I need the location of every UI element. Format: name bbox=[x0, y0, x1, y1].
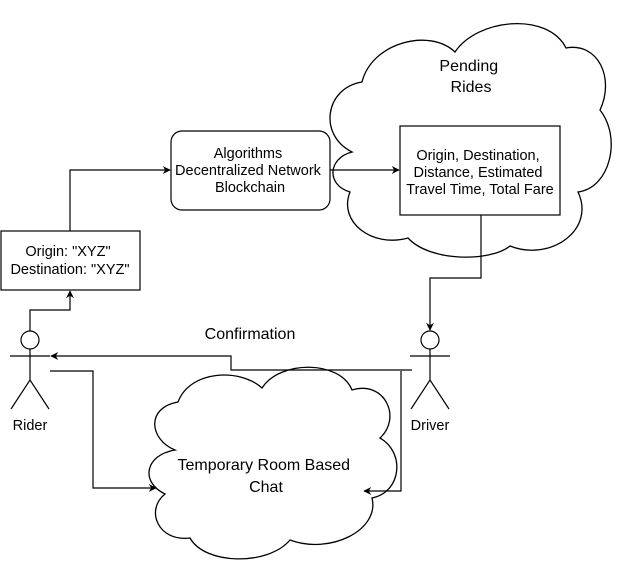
driver-head bbox=[420, 330, 440, 350]
rider-label: Rider bbox=[13, 418, 48, 434]
ride-details-text: Origin, Destination, Distance, Estimated… bbox=[406, 148, 553, 198]
edge-pending-to-driver bbox=[426, 215, 482, 331]
edge-rider-to-request bbox=[29, 290, 74, 331]
driver-label: Driver bbox=[411, 418, 450, 434]
chat-cloud-shape bbox=[148, 366, 398, 560]
driver-actor bbox=[410, 330, 450, 410]
ride-request-text: Origin: "XYZ" Destination: "XYZ" bbox=[10, 244, 129, 278]
pending-rides-label: Pending Rides bbox=[439, 58, 502, 96]
edge-driver-to-chat bbox=[363, 371, 402, 495]
edge-rider-to-chat bbox=[50, 370, 157, 492]
rider-head bbox=[20, 330, 40, 350]
algorithms-text: Algorithms Decentralized Network Blockch… bbox=[175, 146, 325, 196]
ride-request-box bbox=[0, 230, 141, 291]
ride-details-box bbox=[399, 125, 561, 216]
chat-cloud-label: Temporary Room Based Chat bbox=[178, 457, 355, 496]
edge-request-to-algorithms bbox=[69, 166, 171, 231]
confirmation-label: Confirmation bbox=[205, 326, 296, 343]
rider-actor bbox=[10, 330, 50, 410]
edge-driver-to-rider-confirmation bbox=[50, 352, 412, 371]
